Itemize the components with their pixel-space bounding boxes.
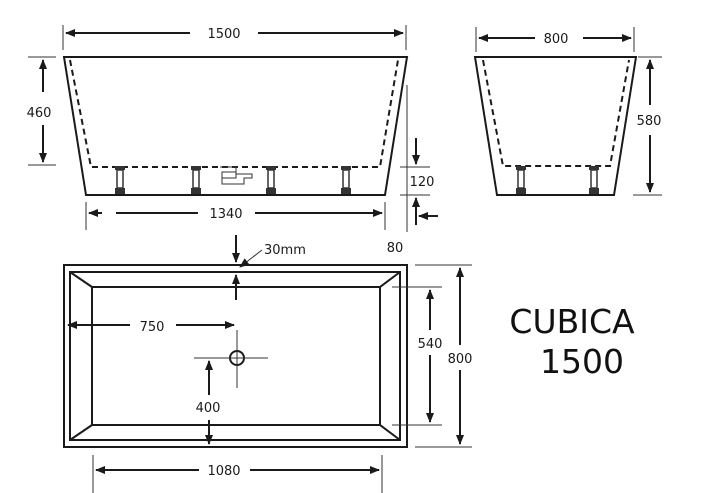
dim-end-width: 800 bbox=[544, 32, 569, 47]
tub-side-outline bbox=[62, 56, 409, 196]
side-view: 1500 460 1340 120 80 bbox=[27, 25, 438, 256]
dim-overall-length: 1500 bbox=[207, 27, 240, 42]
plan-inner-rim bbox=[69, 271, 401, 441]
dim-waste-from-end: 750 bbox=[140, 320, 165, 335]
dim-offset: 80 bbox=[387, 241, 404, 256]
dim-inner-width: 540 bbox=[418, 337, 443, 352]
plan-basin-floor bbox=[91, 286, 381, 426]
tub-feet bbox=[115, 166, 351, 194]
dim-rim-thickness: 30mm bbox=[264, 243, 306, 258]
dim-end-height: 580 bbox=[637, 114, 662, 129]
end-feet bbox=[516, 166, 599, 194]
end-view: 800 580 bbox=[473, 27, 662, 196]
plan-outer-rim bbox=[63, 264, 408, 448]
model-name: CUBICA bbox=[509, 302, 635, 341]
dim-waste-from-side: 400 bbox=[196, 401, 221, 416]
dim-foot-height: 120 bbox=[410, 175, 435, 190]
tub-end-inner-dashed bbox=[482, 59, 630, 167]
dim-inner-length: 1080 bbox=[207, 464, 240, 479]
model-size: 1500 bbox=[540, 342, 624, 381]
dim-overall-width: 800 bbox=[448, 352, 473, 367]
dim-base-length: 1340 bbox=[209, 207, 242, 222]
tub-inner-dashed bbox=[69, 59, 399, 168]
plan-view: 30mm 750 400 540 800 1080 bbox=[63, 235, 473, 493]
dim-height: 460 bbox=[27, 106, 52, 121]
waste-trap bbox=[220, 166, 253, 185]
tub-end-outline bbox=[473, 56, 638, 196]
